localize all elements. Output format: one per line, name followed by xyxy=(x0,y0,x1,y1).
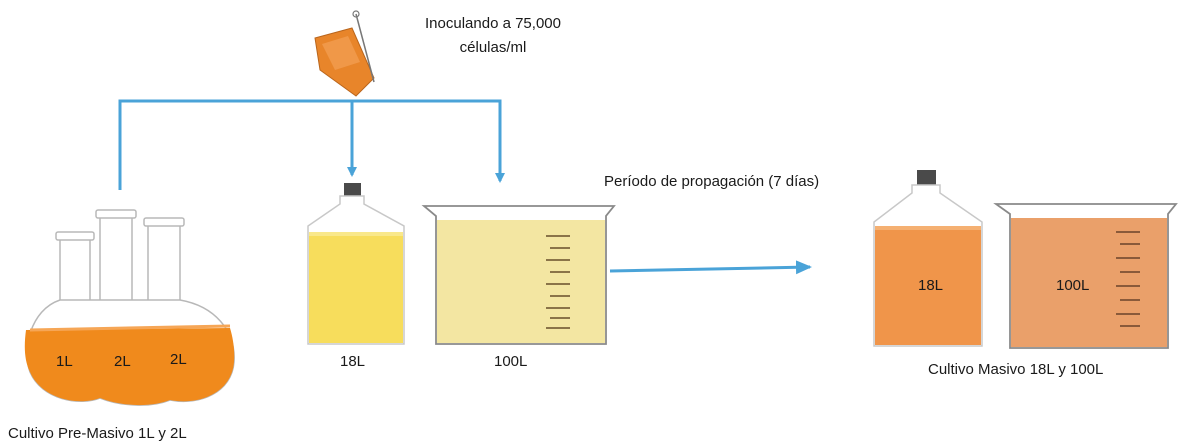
beaker-100l-intermediate xyxy=(421,205,616,345)
bottle-18l-label: 18L xyxy=(340,353,366,370)
pre-mass-caption: Cultivo Pre-Masivo 1L y 2L xyxy=(8,425,187,442)
flask-label-1l: 1L xyxy=(56,353,73,370)
pre-mass-flasks xyxy=(24,209,235,406)
mass-bottle-label: 18L xyxy=(918,277,944,294)
flask-label-2l-b: 2L xyxy=(170,351,187,368)
inoculation-text-line1: Inoculando a 75,000 xyxy=(425,15,561,32)
propagation-label: Período de propagación (7 días) xyxy=(604,173,820,190)
distribution-arrows xyxy=(118,99,505,190)
flask-label-2l-a: 2L xyxy=(114,353,131,370)
mass-caption: Cultivo Masivo 18L y 100L xyxy=(928,361,1104,378)
bottle-18l-mass xyxy=(873,170,983,347)
beaker-100l-label: 100L xyxy=(494,353,528,370)
inoculation-pipette-icon xyxy=(314,10,375,97)
mass-beaker-label: 100L xyxy=(1056,277,1090,294)
beaker-100l-mass xyxy=(993,203,1178,349)
propagation-arrow xyxy=(609,260,812,275)
inoculation-text-line2: células/ml xyxy=(459,39,527,56)
bottle-18l-intermediate xyxy=(307,183,405,345)
